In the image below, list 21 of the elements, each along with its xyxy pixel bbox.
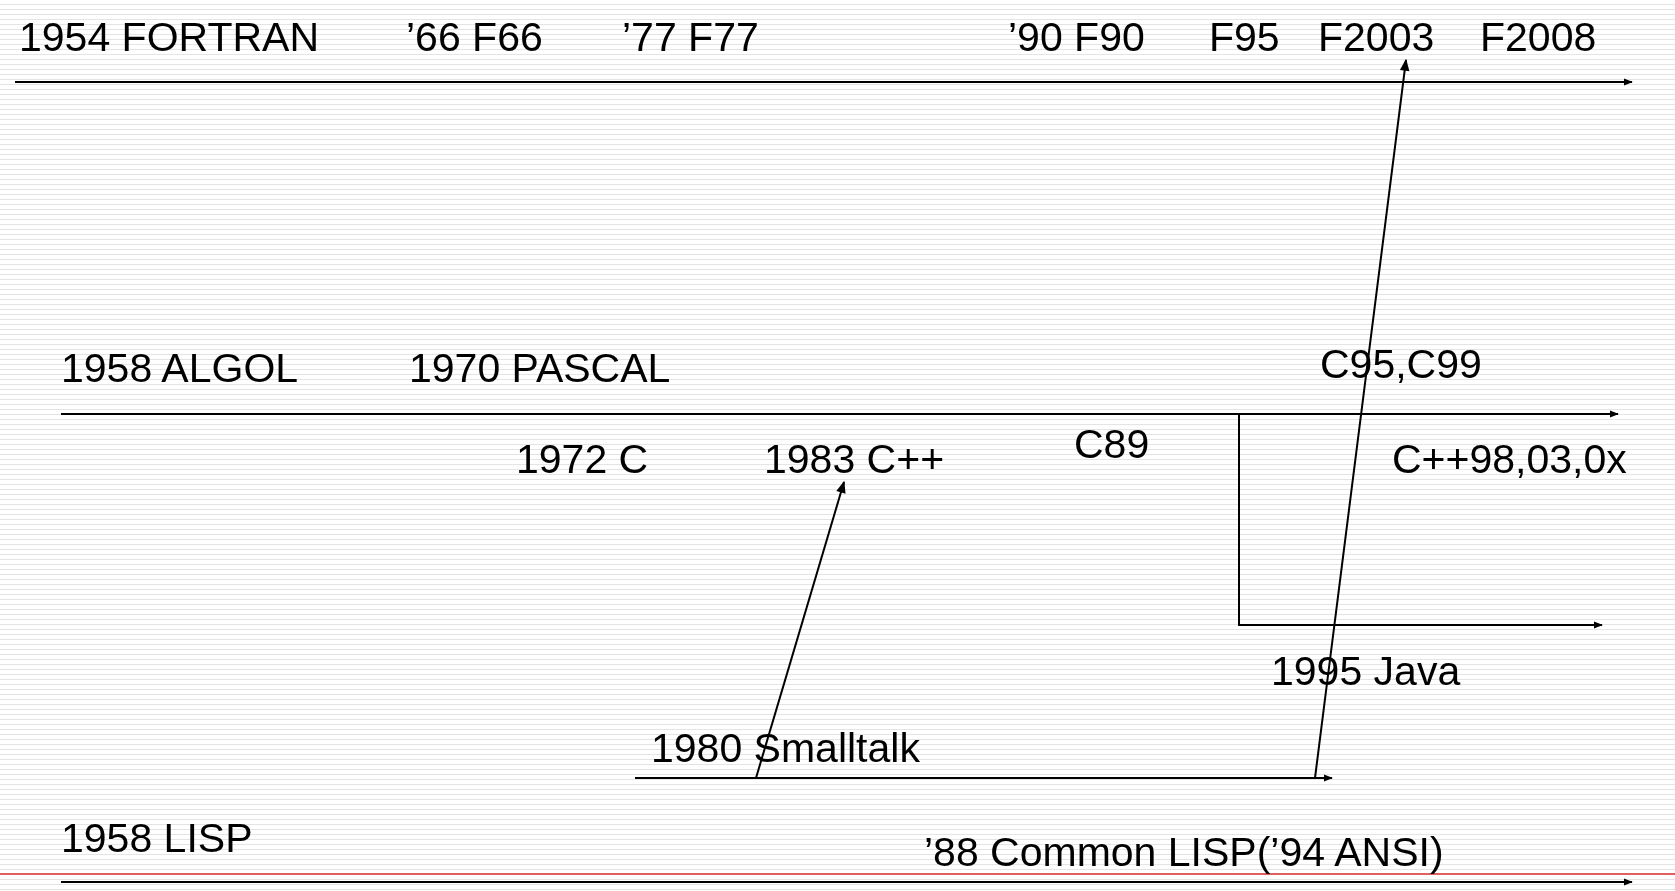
version-label: ’90 F90 [1008, 14, 1145, 60]
version-label: C++98,03,0x [1392, 436, 1627, 482]
language-label: 1954 FORTRAN [15, 14, 319, 82]
version-label: ’77 F77 [622, 14, 759, 60]
version-label: ’88 Common LISP(’94 ANSI) [924, 829, 1444, 875]
language-label: 1958 LISP [61, 815, 253, 882]
timeline-arrow [60, 878, 1633, 886]
version-label: ’66 F66 [406, 14, 543, 60]
version-label: 1970 PASCAL [409, 345, 671, 391]
language-label: 1983 C++ [764, 436, 945, 482]
language-label: C89 [1074, 414, 1239, 467]
version-label: F2008 [1480, 14, 1597, 60]
timeline-arrow [14, 78, 1633, 86]
language-label: F2003 [1318, 14, 1435, 60]
timeline-arrow [60, 410, 1619, 418]
influence-arrow [918, 58, 1410, 779]
timeline-arrow [634, 774, 1333, 782]
version-label: 1972 C [516, 436, 649, 482]
branch-arrow [1238, 413, 1603, 629]
version-label: F95 [1209, 14, 1280, 60]
language-label: 1958 ALGOL [61, 345, 299, 414]
